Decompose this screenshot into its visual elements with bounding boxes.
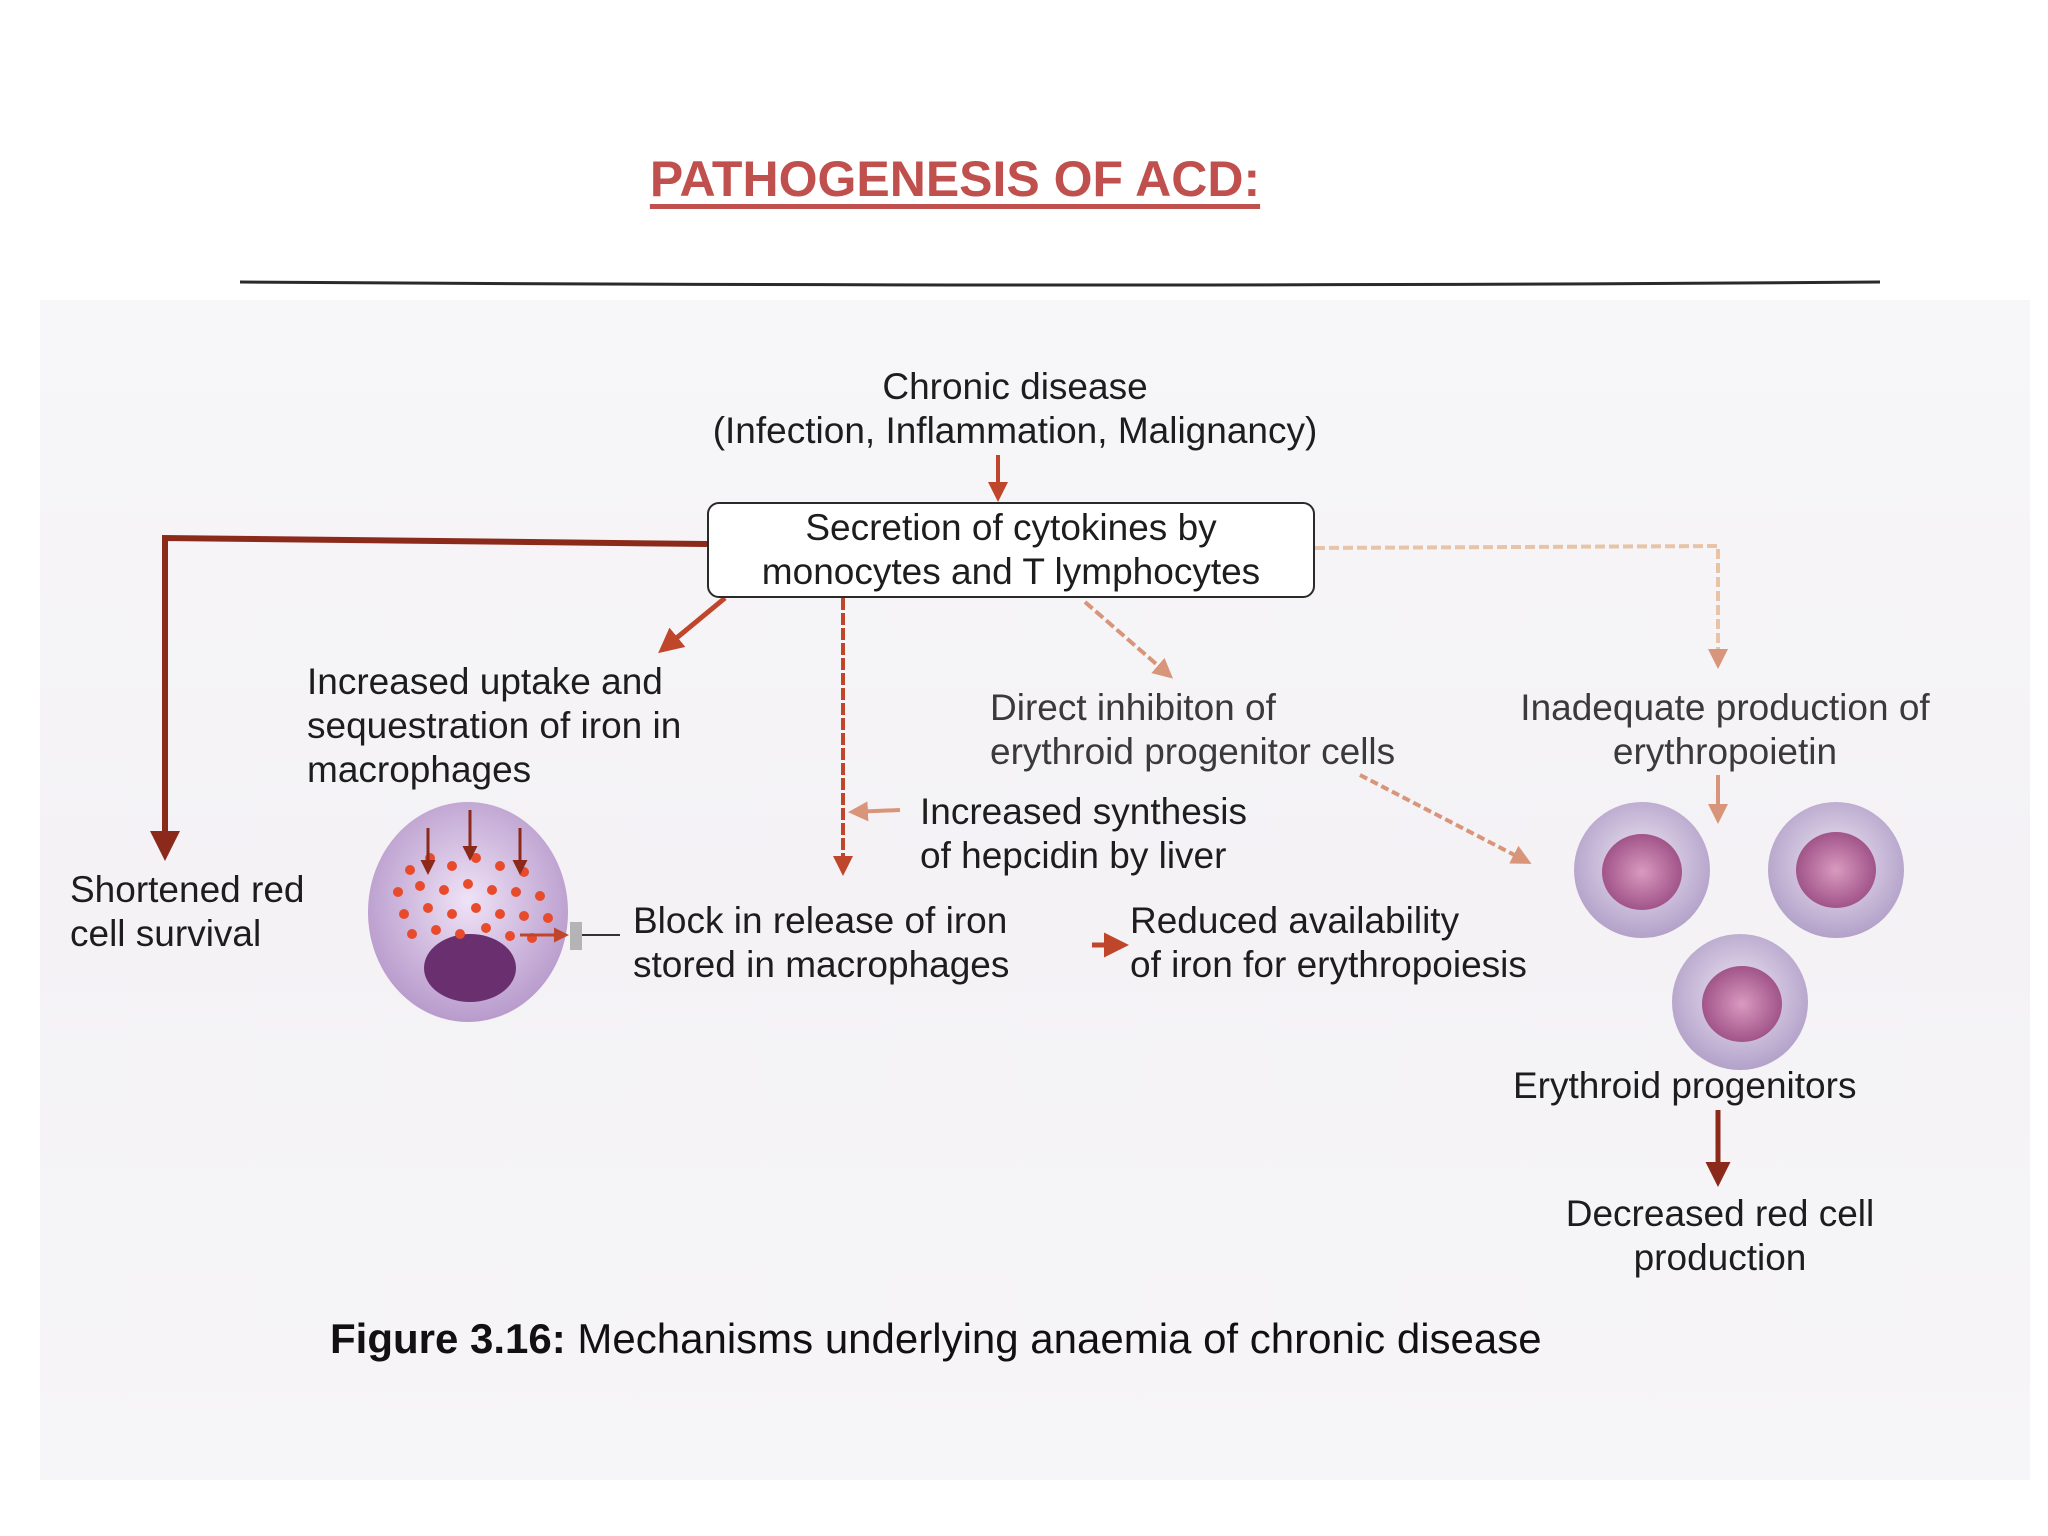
reduced-line2: of iron for erythropoiesis xyxy=(1130,944,1527,985)
epo-line2: erythropoietin xyxy=(1612,731,1838,772)
macrophage-cell xyxy=(368,802,620,1022)
decreased-production-label: Decreased red cell production xyxy=(1510,1192,1930,1280)
direct-inhibition-label: Direct inhibiton of erythroid progenitor… xyxy=(990,686,1395,774)
macrophage-nucleus xyxy=(424,934,516,1002)
epo-label: Inadequate production of erythropoietin xyxy=(1475,686,1975,774)
epo-line1: Inadequate production of xyxy=(1520,687,1930,728)
decreased-line2: production xyxy=(1633,1237,1807,1278)
erythroid-progenitors-label: Erythroid progenitors xyxy=(1513,1065,1857,1106)
figure-caption: Figure 3.16: Mechanisms underlying anaem… xyxy=(330,1315,1542,1363)
cytokines-line1: Secretion of cytokines by xyxy=(805,507,1217,548)
figure-caption-text: Mechanisms underlying anaemia of chronic… xyxy=(565,1315,1542,1362)
top-rule xyxy=(239,280,1881,287)
arrow-to-direct-inhibition xyxy=(1083,600,1174,679)
arrow-to-uptake xyxy=(658,596,727,654)
arrow-to-epo xyxy=(1314,543,1728,669)
shortened-survival-label: Shortened red cell survival xyxy=(70,868,305,956)
hepcidin-label: Increased synthesis of hepcidin by liver xyxy=(920,790,1247,878)
chronic-disease-label: Chronic disease (Infection, Inflammation… xyxy=(665,365,1365,453)
uptake-line3: macrophages xyxy=(307,749,532,790)
erythroid-progenitor-cells xyxy=(1574,802,1904,1070)
hepcidin-line1: Increased synthesis xyxy=(920,791,1248,832)
block-release-label: Block in release of iron stored in macro… xyxy=(633,899,1009,987)
direct-inhibition-line2: erythroid progenitor cells xyxy=(990,731,1396,772)
block-line1: Block in release of iron xyxy=(633,900,1008,941)
block-line2: stored in macrophages xyxy=(633,944,1010,985)
shortened-line1: Shortened red xyxy=(70,869,305,910)
uptake-line1: Increased uptake and xyxy=(307,661,663,702)
cytokines-box: Secretion of cytokines by monocytes and … xyxy=(707,502,1315,598)
direct-inhibition-line1: Direct inhibiton of xyxy=(990,687,1276,728)
arrow-hepcidin xyxy=(848,801,901,822)
uptake-label: Increased uptake and sequestration of ir… xyxy=(307,660,681,792)
uptake-line2: sequestration of iron in xyxy=(307,705,682,746)
chronic-disease-line1: Chronic disease xyxy=(882,366,1148,407)
cytokines-line2: monocytes and T lymphocytes xyxy=(761,551,1261,592)
reduced-line1: Reduced availability xyxy=(1130,900,1460,941)
arrow-inhibition-to-progenitors xyxy=(1359,773,1532,864)
shortened-line2: cell survival xyxy=(70,913,262,954)
slide-title: PATHOGENESIS OF ACD: xyxy=(649,151,1261,207)
hepcidin-line2: of hepcidin by liver xyxy=(920,835,1227,876)
chronic-disease-line2: (Infection, Inflammation, Malignancy) xyxy=(712,410,1318,451)
figure-number: Figure 3.16: xyxy=(330,1315,566,1362)
arrow-to-shortened-survival xyxy=(150,534,708,861)
decreased-line1: Decreased red cell xyxy=(1565,1193,1875,1234)
reduced-availability-label: Reduced availability of iron for erythro… xyxy=(1130,899,1527,987)
